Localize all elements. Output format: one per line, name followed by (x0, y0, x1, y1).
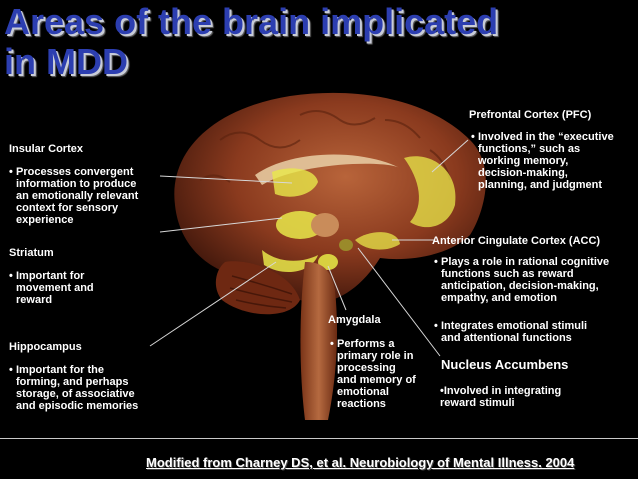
title-line-1: Areas of the brain implicated (4, 1, 499, 42)
acc-line: Integrates emotional stimuli (441, 320, 588, 332)
amygdala-line: and memory of (337, 374, 416, 386)
insular-line: information to produce (16, 178, 137, 190)
nacc-bullet: •Involved in integrating reward stimuli (440, 385, 561, 409)
nacc-line: •Involved in integrating (440, 385, 562, 397)
leader-striatum (159, 217, 283, 233)
acc-line: functions such as reward (441, 268, 574, 280)
leader-nacc (357, 247, 441, 357)
leader-pfc (431, 139, 469, 173)
acc-highlight (355, 232, 400, 250)
pfc-line: Involved in the “executive (478, 131, 614, 143)
insular-line: an emotionally relevant (16, 190, 139, 202)
bullet-dot: • (330, 338, 334, 350)
insular-label: Insular Cortex (9, 143, 83, 155)
insular-line: context for sensory (16, 202, 119, 214)
nacc-line: reward stimuli (440, 397, 515, 409)
bullet-dot: • (9, 364, 13, 376)
slide-title: Areas of the brain implicated in MDD (4, 2, 604, 82)
striatum-line: movement and (16, 282, 94, 294)
amygdala-line: reactions (337, 398, 386, 410)
amygdala-line: primary role in (337, 350, 414, 362)
acc-line: Plays a role in rational cognitive (441, 256, 610, 268)
insular-line: Processes convergent (16, 166, 134, 178)
thalamus-shape (311, 213, 339, 237)
amygdala-line: processing (337, 362, 396, 374)
pfc-bullet: • Involved in the “executive functions,”… (471, 131, 614, 191)
acc-bullet-2: • Integrates emotional stimuli and atten… (434, 320, 588, 344)
amygdala-highlight (318, 254, 338, 270)
leader-insular (159, 175, 293, 184)
bullet-dot: • (9, 166, 13, 178)
pfc-line: planning, and judgment (478, 179, 603, 191)
striatum-label: Striatum (9, 247, 54, 259)
acc-line: empathy, and emotion (441, 292, 557, 304)
hippocampus-line: forming, and perhaps (16, 376, 129, 388)
hippocampus-highlight (262, 250, 318, 273)
bullet-dot: • (9, 270, 13, 282)
source-credit: Modified from Charney DS, et al. Neurobi… (146, 455, 575, 470)
striatum-bullet: • Important for movement and reward (9, 270, 94, 306)
hippocampus-label: Hippocampus (9, 341, 82, 353)
pfc-label: Prefrontal Cortex (PFC) (469, 109, 592, 121)
striatum-line: reward (16, 294, 53, 306)
insular-bullet: • Processes convergent information to pr… (9, 166, 139, 226)
cerebellum (215, 261, 300, 315)
nacc-highlight (339, 239, 353, 251)
acc-bullet-1: • Plays a role in rational cognitive fun… (434, 256, 610, 304)
pfc-line: decision-making, (478, 167, 568, 179)
cerebrum-shape (174, 92, 486, 303)
amygdala-line: emotional (337, 386, 389, 398)
nacc-label: Nucleus Accumbens (441, 357, 569, 372)
amygdala-label: Amygdala (328, 314, 381, 326)
leader-hippocampus (149, 261, 277, 347)
acc-line: anticipation, decision-making, (441, 280, 599, 292)
amygdala-line: Performs a (337, 338, 395, 350)
striatum-line: Important for (16, 270, 85, 282)
title-line-2: in MDD (4, 41, 128, 82)
acc-line: and attentional functions (441, 332, 572, 344)
bullet-dot: • (471, 131, 475, 143)
corpus-callosum (255, 154, 400, 185)
bullet-dot: • (434, 256, 438, 268)
pfc-line: working memory, (478, 155, 569, 167)
amygdala-bullet: • Performs a primary role in processing … (330, 338, 416, 410)
hippocampus-line: and episodic memories (16, 400, 139, 412)
hippocampus-line: storage, of associative (16, 388, 135, 400)
insular-highlight (272, 168, 318, 197)
divider-line (0, 438, 638, 439)
leader-amygdala (327, 265, 347, 311)
insular-line: experience (16, 214, 74, 226)
bullet-dot: • (434, 320, 438, 332)
brain-stem (300, 262, 338, 420)
pfc-highlight (404, 156, 456, 228)
acc-label: Anterior Cingulate Cortex (ACC) (432, 235, 601, 247)
striatum-highlight (276, 211, 324, 239)
pfc-line: functions,” such as (478, 143, 581, 155)
hippocampus-bullet: • Important for the forming, and perhaps… (9, 364, 139, 412)
hippocampus-line: Important for the (16, 364, 104, 376)
